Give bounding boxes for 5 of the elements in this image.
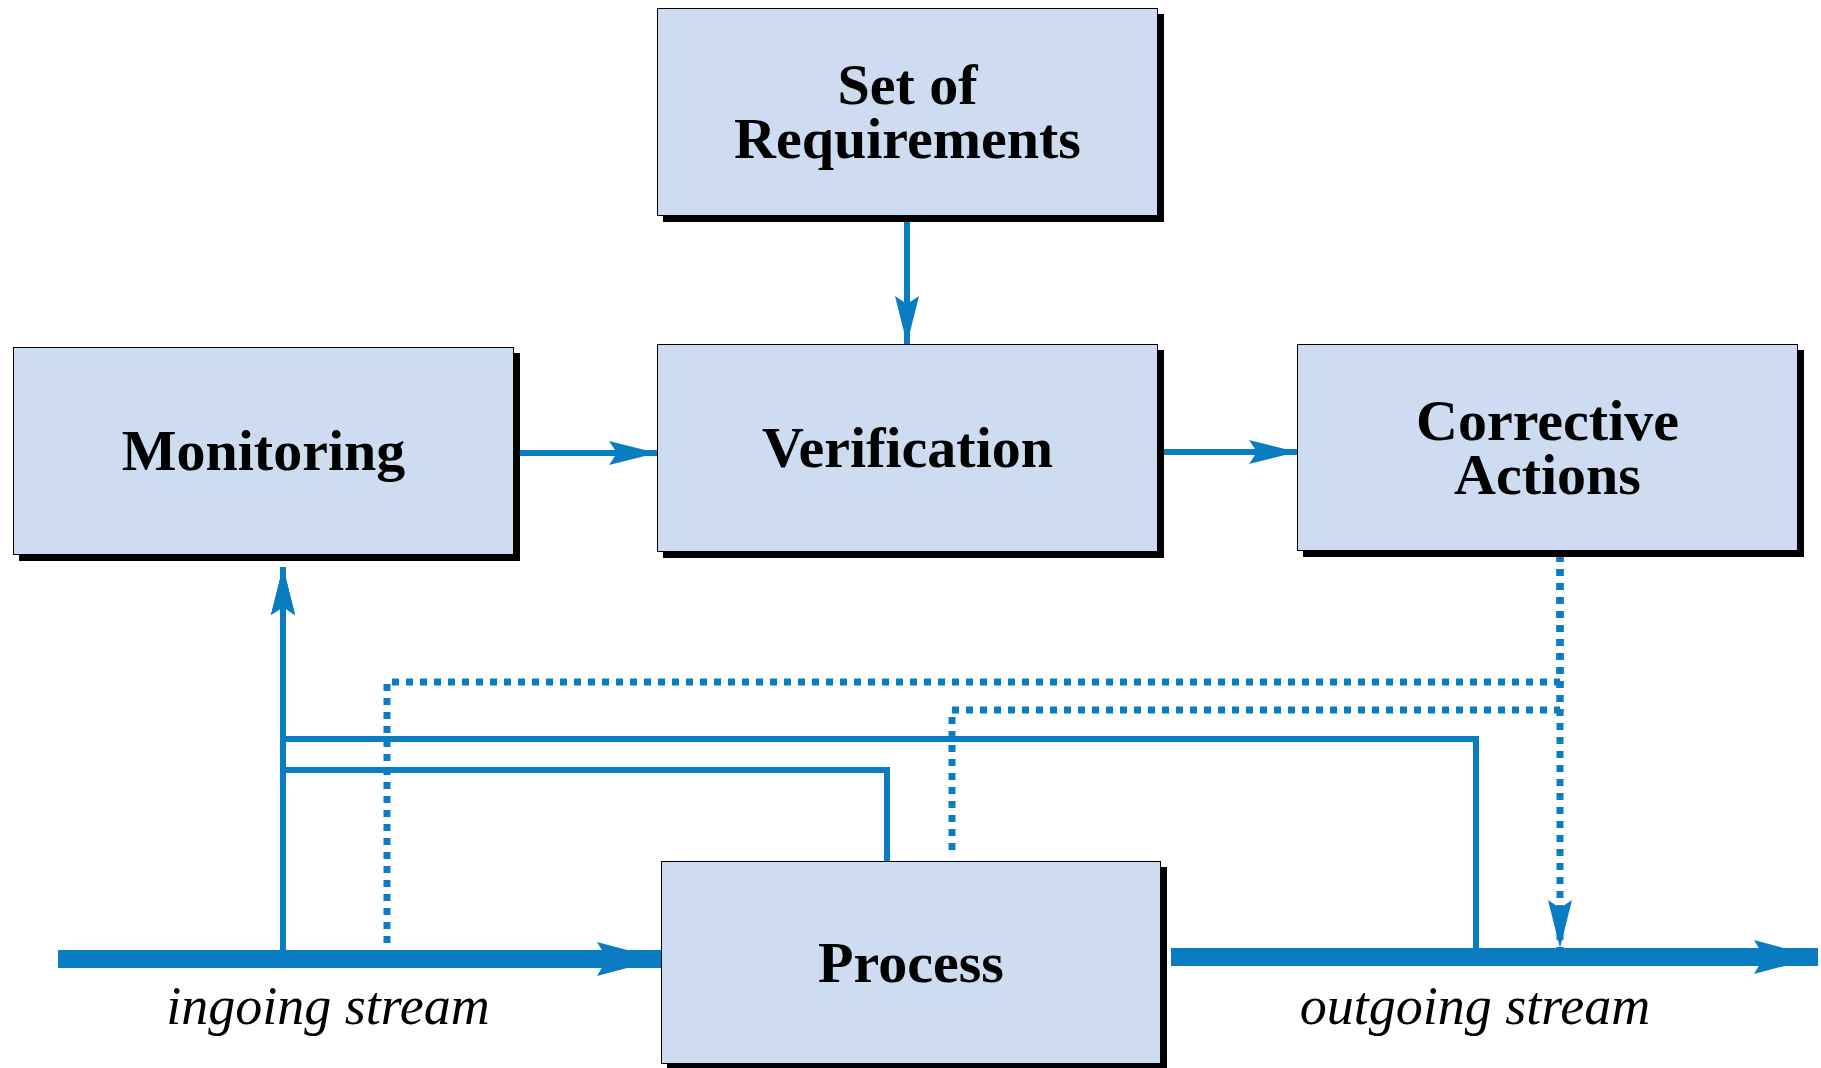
box-label: Corrective Actions [1415,393,1680,502]
arrow [1171,940,1818,974]
box-label: Verification [762,421,1053,475]
box-label: Process [818,935,1004,990]
arrow [58,942,661,976]
